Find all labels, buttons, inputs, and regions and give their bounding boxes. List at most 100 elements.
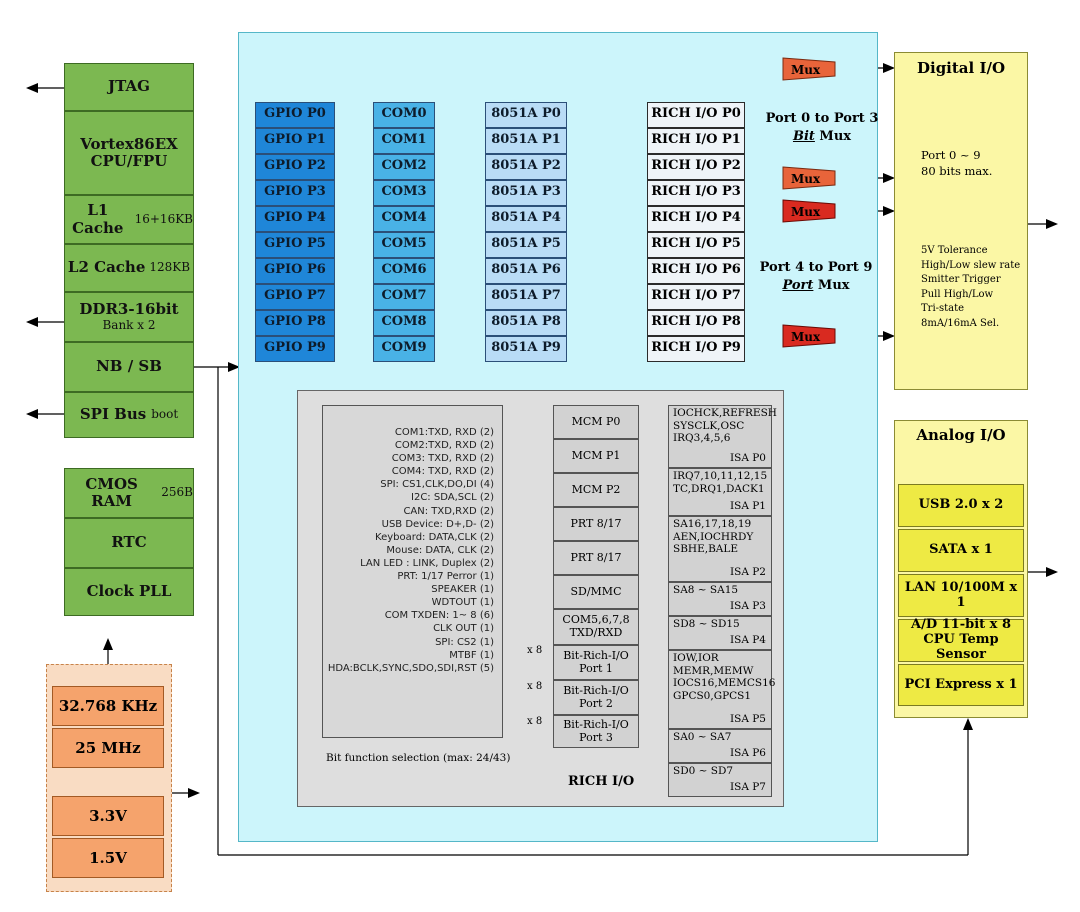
bit-function-note: Bit function selection (max: 24/43) [326, 752, 511, 764]
voltage-3v3-label: 3.3V [89, 807, 127, 825]
signal: CAN: TXD,RXD (2) [403, 505, 494, 517]
lan-box: LAN 10/100M x 1 [898, 574, 1024, 617]
bit-mux-line2: Bit Mux [762, 128, 882, 146]
rich-io-port: RICH I/O P6 [647, 258, 745, 284]
com-txd-box: COM5,6,7,8 TXD/RXD [553, 609, 639, 645]
signal: PRT: 1/17 Perror (1) [397, 571, 494, 583]
adc-label: A/D 11-bit x 8 [910, 617, 1011, 633]
p8051-port: 8051A P9 [485, 336, 567, 362]
clock-32k-label: 32.768 KHz [58, 697, 158, 715]
clock-pll-block: Clock PLL [64, 568, 194, 616]
rich-io-port: RICH I/O P8 [647, 310, 745, 336]
lan-label: LAN 10/100M x 1 [904, 579, 1018, 610]
port-mux-line1: Port 4 to Port 9 [759, 260, 873, 275]
isa-line: IRQ7,10,11,12,15 [673, 470, 768, 482]
isa-name: ISA P0 [729, 452, 766, 465]
com-txd-line1: COM5,6,7,8 [562, 613, 630, 627]
bit-rich-title: Bit-Rich-I/O [563, 717, 629, 731]
mux-0-label: Mux [791, 63, 821, 77]
isa-line: IOCHCK,REFRESH [673, 407, 777, 419]
cpu-line1: Vortex86EX [80, 134, 178, 153]
l2-cache-size: 128KB [149, 260, 191, 275]
com-port: COM0 [373, 102, 435, 128]
signal: SPI: CS2 (1) [435, 636, 494, 648]
port-mux-line2: Port Mux [756, 277, 876, 295]
bit-mux-emphasis: Bit [792, 129, 815, 144]
l2-cache-block: L2 Cache 128KB [64, 244, 194, 292]
mcm-p2-label: MCM P2 [571, 482, 621, 496]
com-column: COM0 COM1 COM2 COM3 COM4 COM5 COM6 COM7 … [373, 102, 435, 362]
bit-rich-port-1: Bit-Rich-I/O Port 1 [553, 645, 639, 680]
prt-box-1: PRT 8/17 [553, 507, 639, 541]
bit-rich-port: Port 1 [579, 661, 613, 675]
digital-io-ports: Port 0 ~ 9 80 bits max. [921, 147, 1027, 179]
com-port: COM6 [373, 258, 435, 284]
x8-label: x 8 [527, 681, 543, 692]
isa-line: IRQ3,4,5,6 [673, 432, 731, 445]
digital-io-block: Digital I/O Port 0 ~ 9 80 bits max. 5V T… [894, 52, 1028, 390]
digital-io-line1: Port 0 ~ 9 [921, 148, 981, 162]
rtc-label: RTC [111, 533, 147, 552]
mcm-p0-label: MCM P0 [571, 414, 621, 428]
signal: COM4: TXD, RXD (2) [391, 466, 494, 478]
isa-line: SD8 ~ SD15 [673, 618, 740, 630]
isa-line: SA8 ~ SA15 [673, 584, 739, 596]
prt-label: PRT 8/17 [570, 550, 622, 564]
com-port: COM2 [373, 154, 435, 180]
analog-io-title: Analog I/O [916, 426, 1006, 444]
clock-25m-label: 25 MHz [75, 739, 141, 757]
usb-label: USB 2.0 x 2 [918, 497, 1004, 513]
cmos-block: CMOS RAM 256B [64, 468, 194, 518]
digital-io-feature: Smitter Trigger [921, 274, 1001, 285]
pcie-label: PCI Express x 1 [904, 676, 1018, 692]
x8-label: x 8 [527, 716, 543, 727]
isa-line: GPCS0,GPCS1 [673, 689, 752, 702]
signal: USB Device: D+,D- (2) [381, 518, 494, 530]
gpio-port: GPIO P8 [255, 310, 335, 336]
signal: CLK OUT (1) [433, 623, 494, 635]
bit-mux-line1: Port 0 to Port 3 [765, 111, 879, 126]
gpio-port: GPIO P6 [255, 258, 335, 284]
digital-io-feature: Pull High/Low [921, 288, 994, 300]
ddr-label: DDR3-16bit [79, 300, 179, 319]
rich-io-port: RICH I/O P9 [647, 336, 745, 362]
signal: I2C: SDA,SCL (2) [411, 492, 494, 504]
bit-rich-port: Port 2 [579, 696, 613, 710]
bit-rich-port-2: Bit-Rich-I/O Port 2 [553, 680, 639, 715]
p8051-port: 8051A P6 [485, 258, 567, 284]
bit-rich-title: Bit-Rich-I/O [563, 683, 629, 697]
isa-line: MEMR,MEMW [673, 664, 754, 677]
rich-io-column: RICH I/O P0 RICH I/O P1 RICH I/O P2 RICH… [647, 102, 745, 362]
signal: MTBF (1) [449, 649, 494, 661]
l1-cache-label: L1 Cache [72, 201, 124, 237]
com-port: COM9 [373, 336, 435, 362]
mux-0: Mux [782, 57, 836, 81]
isa-p1: IRQ7,10,11,12,15 TC,DRQ1,DACK1 ISA P1 [668, 468, 772, 516]
adc-box: A/D 11-bit x 8 CPU Temp Sensor [898, 617, 1024, 662]
sata-box: SATA x 1 [898, 529, 1024, 572]
rtc-block: RTC [64, 518, 194, 568]
rich-io-port: RICH I/O P4 [647, 206, 745, 232]
port-mux-emphasis: Port [782, 278, 814, 293]
port-mux-label: Port 4 to Port 9 Port Mux [756, 259, 876, 295]
prt-box-2: PRT 8/17 [553, 541, 639, 575]
mux-2-label: Mux [791, 205, 821, 219]
p8051-port: 8051A P8 [485, 310, 567, 336]
sata-label: SATA x 1 [929, 542, 993, 558]
isa-p5: IOW,IOR MEMR,MEMW IOCS16,MEMCS16 GPCS0,G… [668, 650, 775, 729]
signal: SPI: CS1,CLK,DO,DI (4) [380, 479, 494, 491]
l1-cache-block: L1 Cache 16+16KB [64, 195, 194, 244]
com-port: COM7 [373, 284, 435, 310]
com-port: COM1 [373, 128, 435, 154]
gpio-column: GPIO P0 GPIO P1 GPIO P2 GPIO P3 GPIO P4 … [255, 102, 335, 362]
com-port: COM4 [373, 206, 435, 232]
isa-line: SA16,17,18,19 [673, 518, 752, 530]
ddr-sub: Bank x 2 [102, 317, 156, 332]
p8051-port: 8051A P4 [485, 206, 567, 232]
isa-line: TC,DRQ1,DACK1 [673, 482, 765, 495]
mux-3: Mux [782, 324, 836, 348]
isa-name: ISA P7 [729, 781, 766, 794]
isa-p2: SA16,17,18,19 AEN,IOCHRDY SBHE,BALE ISA … [668, 516, 772, 582]
gpio-port: GPIO P7 [255, 284, 335, 310]
voltage-1v5-label: 1.5V [89, 849, 127, 867]
